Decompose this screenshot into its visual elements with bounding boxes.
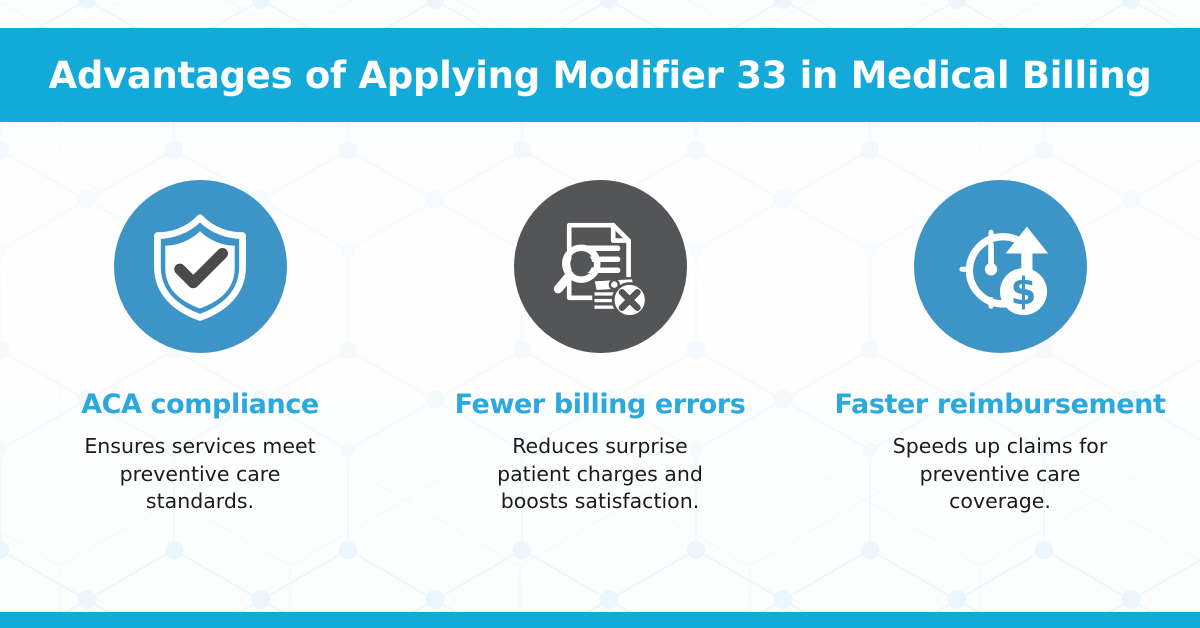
billing-error-audit-icon-circle xyxy=(513,180,687,353)
benefit-heading-faster-reimbursement: Faster reimbursement xyxy=(834,389,1166,420)
shield-check-icon xyxy=(154,213,246,321)
benefit-body-aca-compliance: Ensures services meet preventive care st… xyxy=(84,434,316,513)
benefit-column-fewer-billing-errors: Fewer billing errors Reduces surprise pa… xyxy=(400,180,800,515)
benefit-column-faster-reimbursement: $ Faster reimbursement Speeds up claims … xyxy=(800,180,1200,515)
page-title: Advantages of Applying Modifier 33 in Me… xyxy=(48,53,1152,97)
benefit-heading-fewer-billing-errors: Fewer billing errors xyxy=(454,389,746,420)
clock-dollar-arrow-icon-circle: $ xyxy=(913,180,1087,353)
benefit-body-faster-reimbursement: Speeds up claims for preventive care cov… xyxy=(892,434,1108,513)
shield-check-icon-circle xyxy=(113,180,287,353)
clock-dollar-arrow-icon: $ xyxy=(959,226,1049,315)
header-banner: Advantages of Applying Modifier 33 in Me… xyxy=(0,28,1200,122)
benefit-heading-aca-compliance: ACA compliance xyxy=(81,389,319,420)
benefit-body-fewer-billing-errors: Reduces surprise patient charges and boo… xyxy=(497,434,703,513)
benefits-row: ACA compliance Ensures services meet pre… xyxy=(0,180,1200,580)
svg-text:$: $ xyxy=(1011,269,1037,312)
footer-bar xyxy=(0,612,1200,628)
benefit-column-aca-compliance: ACA compliance Ensures services meet pre… xyxy=(0,180,400,515)
billing-error-audit-icon xyxy=(553,222,648,318)
